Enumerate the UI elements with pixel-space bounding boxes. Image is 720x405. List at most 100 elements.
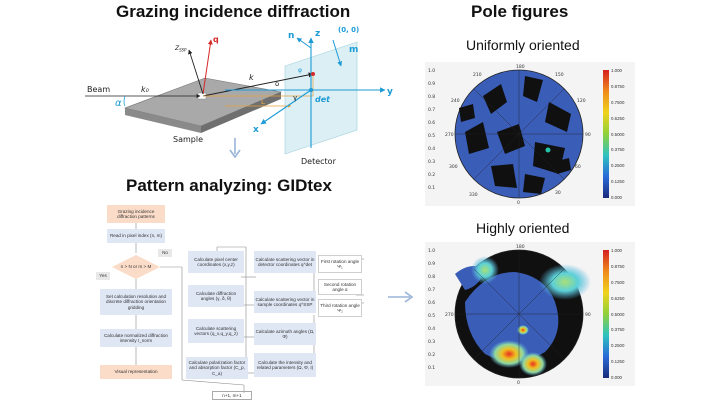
svg-text:0.3: 0.3 bbox=[428, 339, 435, 345]
detector-plane bbox=[284, 41, 358, 155]
k-label: k bbox=[249, 73, 254, 82]
svg-text:150: 150 bbox=[555, 72, 564, 78]
svg-text:0.2: 0.2 bbox=[428, 172, 435, 178]
title-pattern: Pattern analyzing: GIDtex bbox=[126, 176, 332, 195]
svg-text:0.4: 0.4 bbox=[428, 326, 435, 332]
step-visual-representation: Visual representation bbox=[100, 365, 172, 379]
delta-label: δ bbox=[275, 80, 279, 88]
svg-text:90: 90 bbox=[585, 132, 591, 138]
x-axis bbox=[260, 89, 312, 125]
step-set-resolution: Set calculation resolution and discrete … bbox=[100, 289, 172, 315]
pole-figure-highly: 1.0 0.9 0.8 0.7 0.6 0.5 0.4 0.3 0.2 0.1 bbox=[425, 242, 635, 386]
svg-text:1.0: 1.0 bbox=[428, 68, 435, 74]
right-arrow-icon bbox=[388, 291, 414, 303]
svg-text:0.5: 0.5 bbox=[428, 133, 435, 139]
down-arrow-icon bbox=[229, 138, 241, 159]
svg-text:60: 60 bbox=[575, 164, 581, 170]
svg-text:0: 0 bbox=[517, 200, 520, 206]
svg-text:0.7: 0.7 bbox=[428, 107, 435, 113]
m-label: m bbox=[349, 45, 358, 55]
svg-text:270: 270 bbox=[445, 132, 454, 138]
sample-front bbox=[125, 108, 201, 133]
rotation-third: Third rotation angle Ψ₂ bbox=[318, 299, 362, 317]
svg-text:0.6: 0.6 bbox=[428, 120, 435, 126]
y-label: y bbox=[387, 87, 393, 97]
step-q-det: Calculate scattering vector in detector … bbox=[254, 251, 316, 273]
n-label: n bbox=[288, 31, 294, 41]
subtitle-highly: Highly oriented bbox=[476, 220, 570, 236]
flow-connectors bbox=[112, 223, 364, 393]
svg-text:240: 240 bbox=[451, 98, 460, 104]
svg-text:120: 120 bbox=[577, 98, 586, 104]
svg-text:0.1: 0.1 bbox=[428, 365, 435, 371]
n-axis bbox=[296, 37, 312, 49]
step-diffraction-angles: Calculate diffraction angles (γ, δ, θ) bbox=[188, 285, 244, 307]
zssp-axis bbox=[188, 49, 204, 95]
L-label: L bbox=[261, 98, 265, 106]
svg-text:270: 270 bbox=[445, 312, 454, 318]
origin-label: (0, 0) bbox=[338, 26, 359, 34]
svg-text:330: 330 bbox=[469, 192, 478, 198]
svg-text:180: 180 bbox=[516, 64, 525, 70]
svg-text:30: 30 bbox=[555, 190, 561, 196]
rotation-second: Second rotation angle α bbox=[318, 279, 362, 295]
svg-text:0.2: 0.2 bbox=[428, 352, 435, 358]
gamma-label: γ bbox=[293, 94, 297, 102]
no-label: No bbox=[158, 249, 172, 257]
phi-label: φ bbox=[298, 67, 302, 74]
sample-side bbox=[201, 92, 281, 133]
step-intensity: Calculate the intensity and related para… bbox=[254, 353, 316, 377]
svg-text:0.8: 0.8 bbox=[428, 274, 435, 280]
step-pixel-center: Calculate pixel center coordinates (x,y,… bbox=[188, 251, 244, 273]
k-vector bbox=[202, 72, 314, 97]
svg-text:0.1: 0.1 bbox=[428, 185, 435, 191]
title-gid: Grazing incidence diffraction bbox=[116, 2, 351, 21]
subtitle-uniform: Uniformly oriented bbox=[466, 37, 580, 53]
zssp-label: ZSSP bbox=[174, 45, 187, 53]
gid-geometry-diagram: Beam α k₀ k δ γ L Sample Detector z y x … bbox=[85, 26, 393, 166]
rotation-first: First rotation angle Ψ₁ bbox=[318, 255, 362, 273]
z-label: z bbox=[315, 29, 320, 39]
svg-text:0.4: 0.4 bbox=[428, 146, 435, 152]
alpha-label: α bbox=[115, 98, 122, 109]
det-label: det bbox=[315, 95, 331, 104]
x-label: x bbox=[253, 125, 259, 135]
step-azimuth: Calculate azimuth angles (Ω, Φ) bbox=[254, 323, 316, 345]
detector-label: Detector bbox=[301, 157, 337, 166]
q-vector bbox=[202, 39, 213, 95]
m-axis bbox=[332, 39, 343, 67]
step-input-patterns: Grazing incidence diffraction patterns bbox=[107, 205, 165, 223]
svg-text:1.0: 1.0 bbox=[428, 248, 435, 254]
k0-label: k₀ bbox=[141, 85, 150, 94]
step-read-pixel: Read in pixel index (n, m) bbox=[107, 229, 165, 243]
yes-label: Yes bbox=[96, 272, 110, 280]
title-pole: Pole figures bbox=[471, 2, 569, 21]
svg-text:210: 210 bbox=[473, 72, 482, 78]
svg-text:300: 300 bbox=[449, 164, 458, 170]
pole-figure-uniform: 1.0 0.9 0.8 0.7 0.6 0.5 0.4 0.3 0.2 0.1 bbox=[425, 62, 635, 206]
svg-text:0.5: 0.5 bbox=[428, 313, 435, 319]
svg-text:0.3: 0.3 bbox=[428, 159, 435, 165]
flowchart: Grazing incidence diffraction patterns R… bbox=[96, 205, 392, 401]
svg-text:0.8: 0.8 bbox=[428, 94, 435, 100]
colorbar-top bbox=[603, 70, 609, 198]
svg-text:90: 90 bbox=[585, 312, 591, 318]
q-label: q bbox=[213, 35, 219, 44]
svg-text:0.7: 0.7 bbox=[428, 287, 435, 293]
loop-label: n+1, m+1 bbox=[212, 391, 252, 400]
step-scattering-vectors: Calculate scattering vectors (q_x,q_y,q_… bbox=[188, 319, 244, 343]
colorbar-bottom bbox=[603, 250, 609, 378]
svg-text:180: 180 bbox=[516, 244, 525, 250]
step-q-ssp: Calculate scattering vector in sample co… bbox=[254, 291, 316, 313]
svg-text:0: 0 bbox=[517, 380, 520, 386]
step-normalized-intensity: Calculate normalized diffraction intensi… bbox=[100, 329, 172, 347]
svg-text:0.9: 0.9 bbox=[428, 261, 435, 267]
svg-text:0.6: 0.6 bbox=[428, 300, 435, 306]
svg-text:0.9: 0.9 bbox=[428, 81, 435, 87]
condition-label: n > N or m > M bbox=[120, 264, 152, 270]
sample-label: Sample bbox=[173, 135, 203, 144]
condition-diamond bbox=[112, 255, 160, 279]
beam-label: Beam bbox=[87, 85, 110, 94]
